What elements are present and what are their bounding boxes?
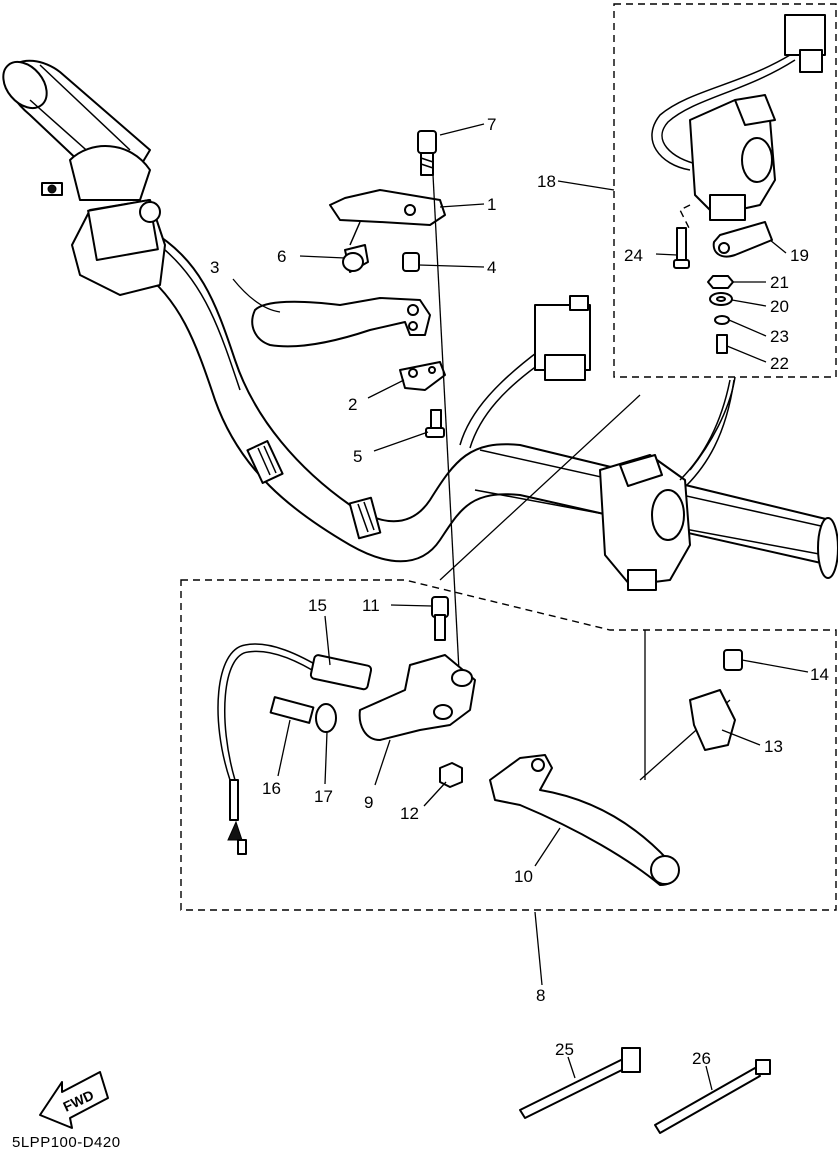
master-cylinder <box>41 182 166 296</box>
nut-12 <box>439 762 463 788</box>
lever-3 <box>251 297 431 348</box>
callout-23: 23 <box>770 327 789 346</box>
callout-3: 3 <box>210 258 219 277</box>
callout-1: 1 <box>487 195 496 214</box>
callout-11: 11 <box>362 596 380 615</box>
switch-18 <box>651 14 826 231</box>
knurl-ring <box>246 440 284 484</box>
nut-21 <box>707 275 734 289</box>
callout-21: 21 <box>770 273 789 292</box>
screw-24 <box>673 227 690 269</box>
callout-16: 16 <box>262 779 281 798</box>
cap-6 <box>342 244 369 273</box>
collar-4 <box>402 252 420 272</box>
bolt-7 <box>417 130 437 176</box>
right-handlebar-switch <box>599 379 735 591</box>
callout-20: 20 <box>770 297 789 316</box>
callout-4: 4 <box>487 258 496 277</box>
callout-18: 18 <box>537 172 556 191</box>
callout-8: 8 <box>536 986 545 1005</box>
adjuster-15 <box>309 654 373 691</box>
callout-5: 5 <box>353 447 362 466</box>
adjuster-bolt-16 <box>269 696 315 724</box>
bolt-14 <box>723 649 743 671</box>
callout-24: 24 <box>624 246 643 265</box>
plate-2 <box>399 361 446 391</box>
throttle-grip <box>2 59 151 201</box>
lever-holder-9 <box>358 654 476 741</box>
lock-washer-23 <box>714 315 730 325</box>
screw-22 <box>716 334 728 354</box>
callout-6: 6 <box>277 247 286 266</box>
callout-10: 10 <box>514 867 533 886</box>
clutch-switch-cable <box>217 643 326 855</box>
cable-tie-25 <box>519 1047 641 1119</box>
callout-17: 17 <box>314 787 333 806</box>
callout-9: 9 <box>364 793 373 812</box>
wire-18 <box>689 376 736 471</box>
callout-19: 19 <box>790 246 809 265</box>
switch-bracket-1 <box>329 189 446 246</box>
callout-14: 14 <box>810 665 829 684</box>
callout-26: 26 <box>692 1049 711 1068</box>
bolt-5 <box>425 409 445 438</box>
cable-tie-26 <box>654 1059 771 1134</box>
callout-7: 7 <box>487 115 496 134</box>
diagram-code: 5LPP100-D420 <box>12 1134 121 1151</box>
callout-12: 12 <box>400 804 419 823</box>
callout-15: 15 <box>308 596 327 615</box>
callout-2: 2 <box>348 395 357 414</box>
callout-numbers: 7 1 4 6 3 2 5 18 24 19 21 20 23 22 11 15… <box>210 115 829 1068</box>
leader-lines <box>232 123 809 1091</box>
callout-13: 13 <box>764 737 783 756</box>
locknut-17 <box>315 703 337 733</box>
knurl-ring <box>348 496 382 540</box>
wire-connector <box>459 295 591 449</box>
forward-direction-arrow: FWD <box>39 1071 109 1129</box>
clamp-13 <box>689 689 736 751</box>
washer-20 <box>709 292 733 306</box>
callout-22: 22 <box>770 354 789 373</box>
right-grip-end <box>817 517 838 579</box>
shaft-line <box>432 174 461 691</box>
callout-25: 25 <box>555 1040 574 1059</box>
bolt-11 <box>431 596 449 641</box>
clamp-19 <box>712 221 773 258</box>
inset-box-8 <box>180 579 837 911</box>
inset-box-18 <box>613 3 837 378</box>
clutch-lever-10 <box>489 754 680 886</box>
ref-line <box>439 394 641 581</box>
